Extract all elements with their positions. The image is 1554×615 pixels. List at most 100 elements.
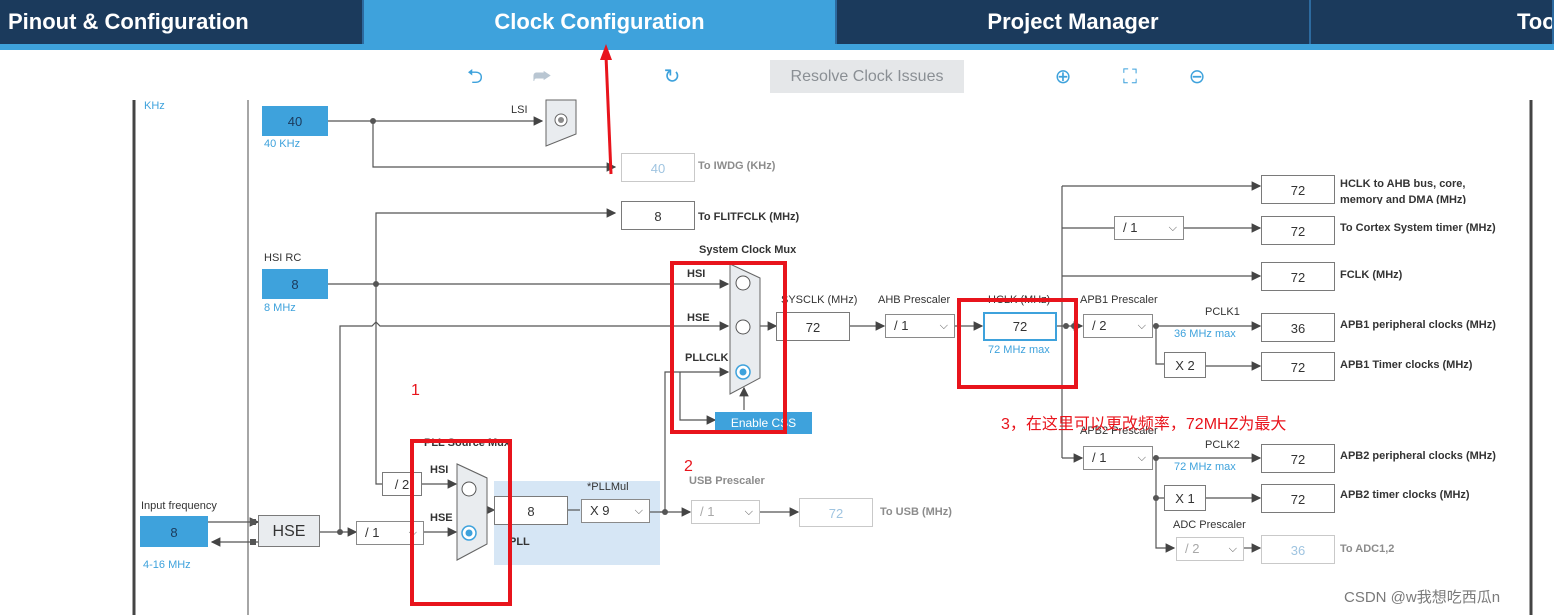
ahb-prescaler-label: AHB Prescaler (878, 294, 951, 306)
apb2-timer-output-label: APB2 timer clocks (MHz) (1340, 489, 1470, 501)
apb2-peripheral-output: 72 (1261, 444, 1335, 473)
fclk-output: 72 (1261, 262, 1335, 291)
pll-input-value: 8 (494, 496, 568, 525)
pllmul-select[interactable]: X 9 ⌵ (581, 499, 650, 523)
tab-clock-configuration[interactable]: Clock Configuration (364, 0, 837, 44)
pll-label: PLL (509, 536, 530, 548)
pll-source-hsi-label: HSI (430, 464, 449, 476)
input-frequency-label: Input frequency (141, 500, 217, 512)
sysclk-value: 72 (776, 312, 850, 341)
tab-pinout-configuration[interactable]: Pinout & Configuration (0, 0, 364, 44)
lsi-label: LSI (511, 104, 528, 116)
hclk-input[interactable]: 72 (983, 312, 1057, 341)
sysmux-hsi-label: HSI (687, 268, 706, 280)
pllmul-value: X 9 (590, 503, 610, 518)
hclk-ahb-output-label: HCLK to AHB bus, core, (1340, 178, 1466, 190)
pclk1-label: PCLK1 (1205, 306, 1240, 318)
apb2-timer-multiplier: X 1 (1164, 485, 1206, 511)
annotation-box-pll-source (410, 439, 512, 606)
pclk2-label: PCLK2 (1205, 439, 1240, 451)
main-tab-bar: Pinout & Configuration Clock Configurati… (0, 0, 1554, 44)
ahb-prescaler-value: / 1 (894, 318, 909, 333)
ahb-prescaler-select[interactable]: / 1 ⌵ (885, 314, 955, 338)
iwdg-value: 40 (621, 153, 695, 182)
chevron-down-icon: ⌵ (939, 320, 948, 332)
adc-prescaler-select[interactable]: / 2 ⌵ (1176, 537, 1244, 561)
resolve-clock-issues-button[interactable]: Resolve Clock Issues (770, 60, 964, 93)
usb-prescaler-label: USB Prescaler (689, 475, 765, 487)
hsi-rc-label: HSI RC (264, 252, 302, 264)
adc-prescaler-label: ADC Prescaler (1173, 519, 1246, 531)
pll-source-hse-label: HSE (430, 512, 453, 524)
apb1-timer-multiplier: X 2 (1164, 352, 1206, 378)
sysclk-label: SYSCLK (MHz) (781, 294, 858, 306)
cortex-timer-output-label: To Cortex System timer (MHz) (1340, 222, 1496, 234)
adc-prescaler-value: / 2 (1185, 541, 1200, 556)
apb2-prescaler-select[interactable]: / 1 ⌵ (1083, 446, 1153, 470)
apb2-prescaler-label: APB2 Prescaler (1080, 425, 1158, 437)
system-clock-mux-title: System Clock Mux (699, 244, 797, 256)
pllmul-label: *PLLMul (587, 481, 629, 493)
redo-icon[interactable]: ⮫ (532, 66, 552, 88)
chevron-down-icon: ⌵ (634, 505, 643, 517)
refresh-icon[interactable]: ↻ (663, 66, 681, 88)
cortex-timer-output: 72 (1261, 216, 1335, 245)
annotation-box-sysmux (670, 261, 787, 434)
usb-output-label: To USB (MHz) (880, 506, 952, 518)
cortex-timer-divider-select[interactable]: / 1 ⌵ (1114, 216, 1184, 240)
sysmux-pllclk-label: PLLCLK (685, 352, 729, 364)
flitfclk-label: To FLITFCLK (MHz) (698, 211, 800, 223)
lse-value[interactable]: 40 (262, 106, 328, 136)
undo-icon[interactable]: ⮌ (466, 66, 484, 88)
hse-block: HSE (258, 515, 320, 547)
apb2-timer-output: 72 (1261, 484, 1335, 513)
apb1-prescaler-value: / 2 (1092, 318, 1107, 333)
chevron-down-icon: ⌵ (1137, 320, 1146, 332)
khz-label: KHz (144, 100, 165, 112)
pclk2-max: 72 MHz max (1174, 461, 1236, 473)
apb1-timer-output: 72 (1261, 352, 1335, 381)
chevron-down-icon: ⌵ (1228, 543, 1237, 555)
chevron-down-icon: ⌵ (1137, 452, 1146, 464)
apb1-peripheral-output-label: APB1 peripheral clocks (MHz) (1340, 319, 1496, 331)
hclk-max: 72 MHz max (988, 344, 1050, 356)
apb1-prescaler-label: APB1 Prescaler (1080, 294, 1158, 306)
hclk-ahb-output-label-2: memory and DMA (MHz) (1340, 194, 1467, 204)
apb2-prescaler-value: / 1 (1092, 450, 1107, 465)
hse-divider-value: / 1 (365, 525, 380, 540)
tab-underline (0, 44, 1554, 50)
pclk1-max: 36 MHz max (1174, 328, 1236, 340)
fit-icon[interactable]: ⛶ (1123, 66, 1137, 88)
zoom-in-icon[interactable]: ⊕ (1054, 66, 1072, 88)
enable-css-button[interactable]: Enable CSS (715, 412, 812, 434)
chevron-down-icon: ⌵ (1168, 222, 1177, 234)
flitfclk-value: 8 (621, 201, 695, 230)
hsi-divider: / 2 (382, 472, 422, 496)
apb1-timer-output-label: APB1 Timer clocks (MHz) (1340, 359, 1473, 371)
tab-project-manager[interactable]: Project Manager (837, 0, 1311, 44)
hsi-rc-value[interactable]: 8 (262, 269, 328, 299)
input-frequency-value[interactable]: 8 (140, 516, 208, 547)
watermark: CSDN @w我想吃西瓜n (1344, 589, 1501, 606)
tab-tools[interactable]: Too (1311, 0, 1554, 44)
zoom-out-icon[interactable]: ⊖ (1188, 66, 1206, 88)
input-frequency-range: 4-16 MHz (143, 559, 191, 571)
adc-output: 36 (1261, 535, 1335, 564)
fclk-output-label: FCLK (MHz) (1340, 269, 1403, 281)
apb1-prescaler-select[interactable]: / 2 ⌵ (1083, 314, 1153, 338)
annotation-number-2: 2 (684, 458, 693, 475)
annotation-note-3: 3，在这里可以更改频率，72MHZ为最大 (1001, 416, 1287, 433)
usb-prescaler-select[interactable]: / 1⌵ (691, 500, 760, 524)
apb2-peripheral-output-label: APB2 peripheral clocks (MHz) (1340, 450, 1496, 462)
sysmux-hse-label: HSE (687, 312, 710, 324)
apb1-peripheral-output: 36 (1261, 313, 1335, 342)
annotation-box-hclk (957, 298, 1078, 389)
usb-output: 72 (799, 498, 873, 527)
iwdg-label: To IWDG (KHz) (698, 160, 776, 172)
chevron-down-icon: ⌵ (744, 506, 753, 518)
hsi-rc-sub: 8 MHz (264, 302, 296, 314)
annotation-number-1: 1 (411, 382, 420, 399)
lse-sub: 40 KHz (264, 138, 301, 150)
hclk-ahb-output: 72 (1261, 175, 1335, 204)
cortex-timer-divider-value: / 1 (1123, 220, 1138, 235)
